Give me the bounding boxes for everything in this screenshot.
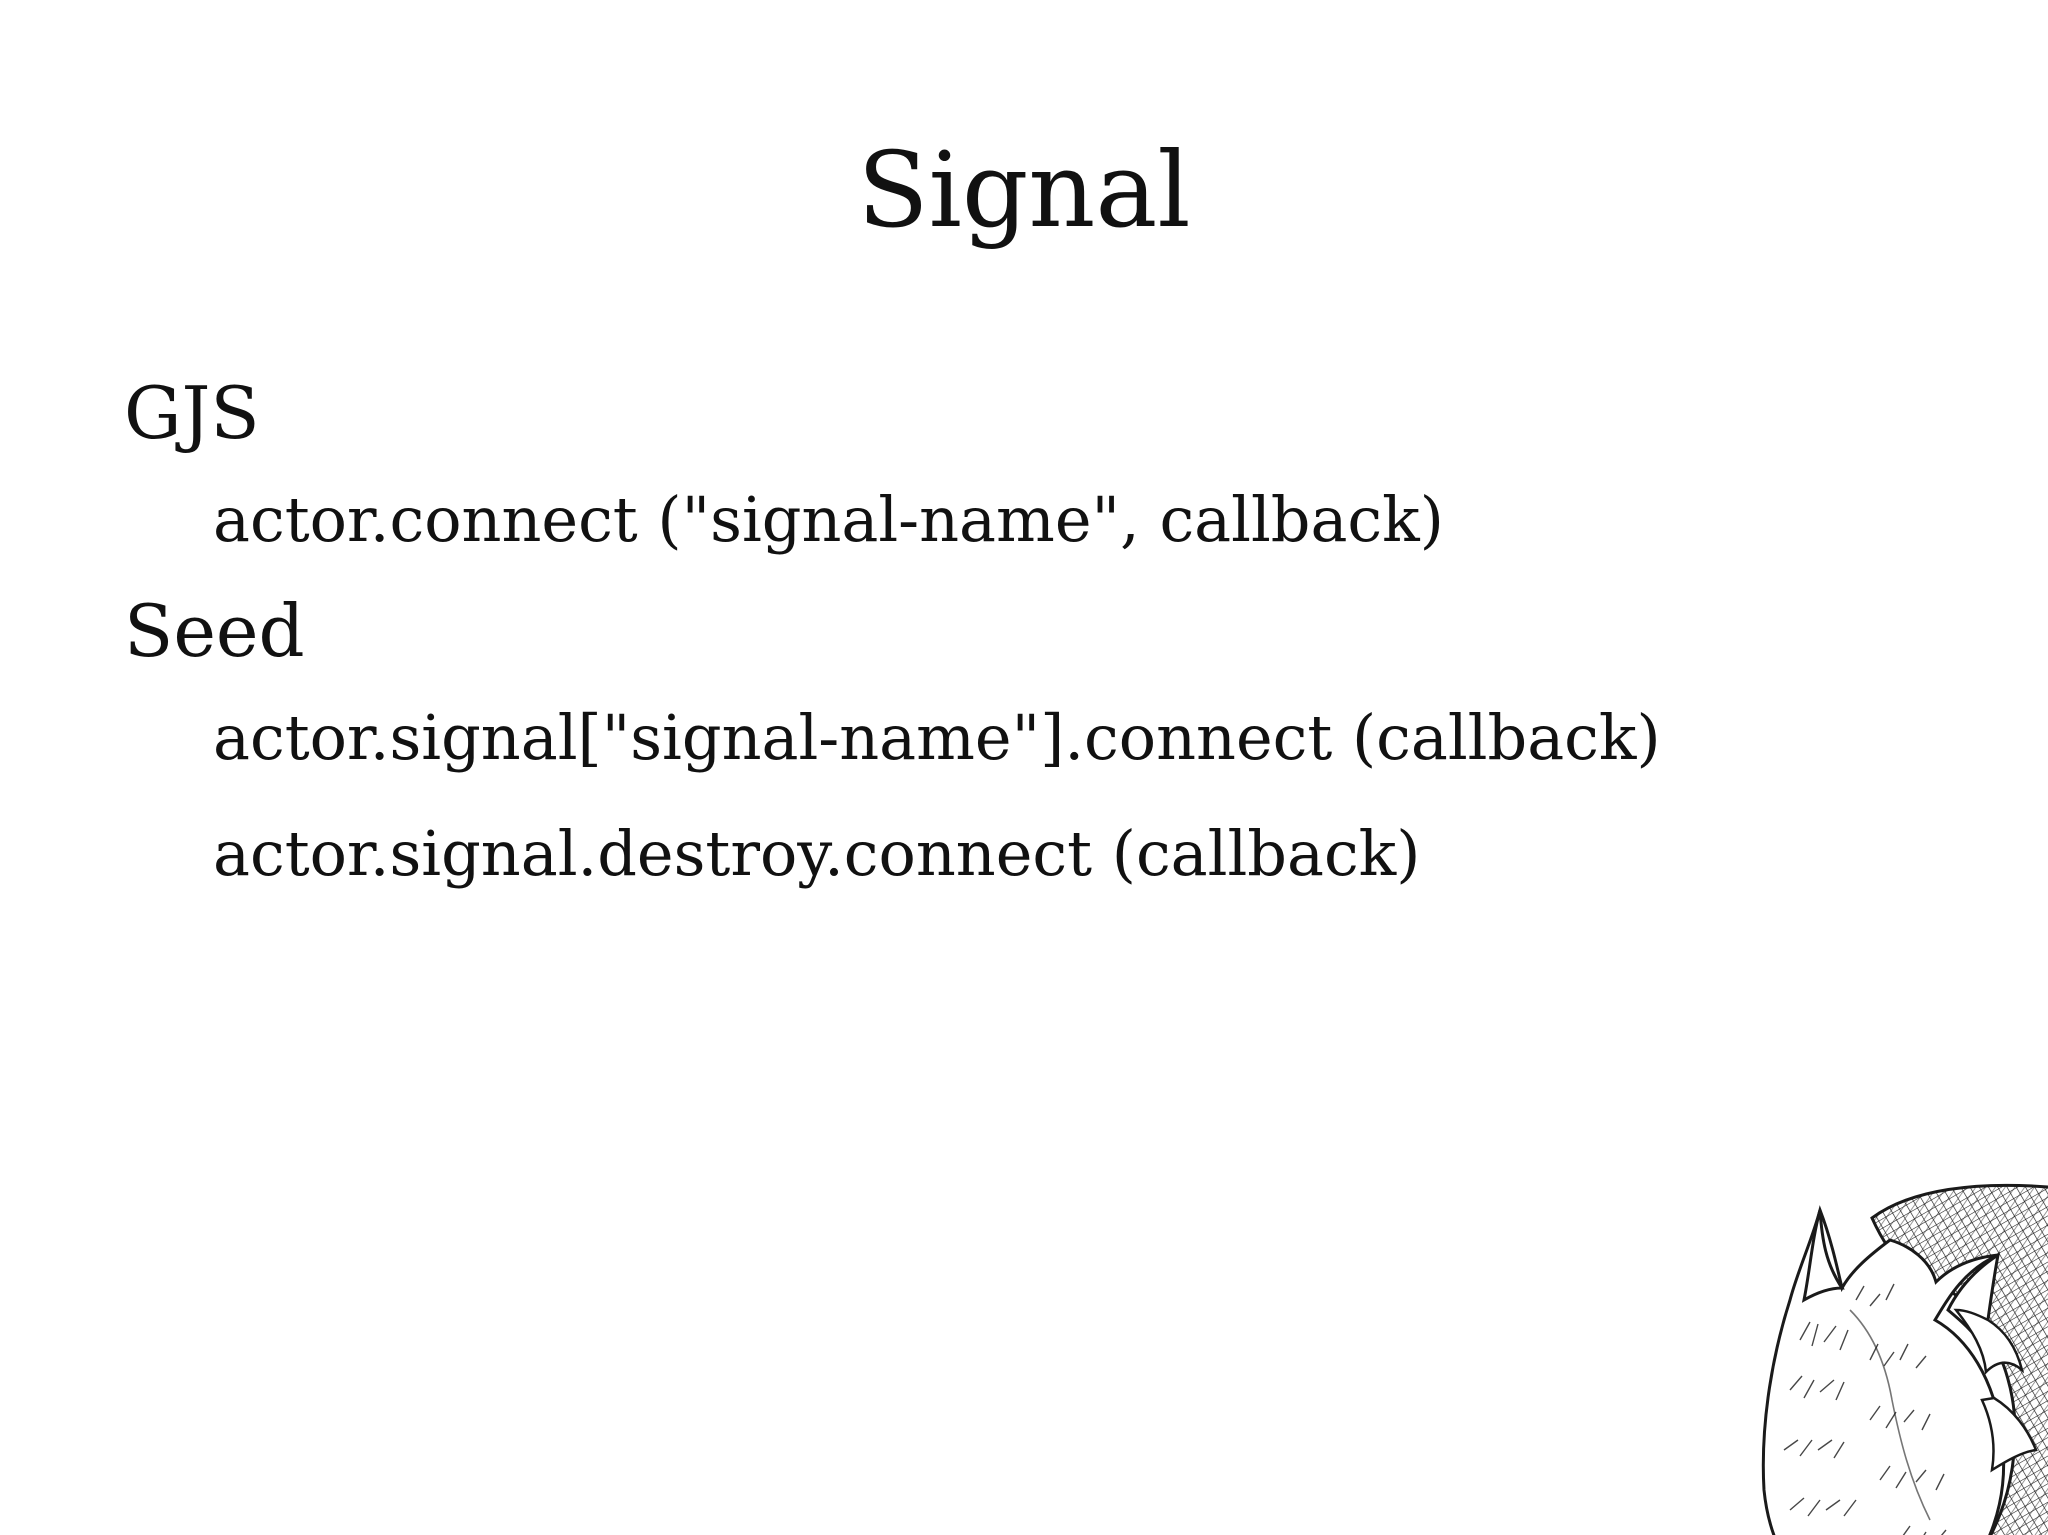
code-line-gjs-connect: actor.connect ("signal-name", callback) — [213, 483, 1444, 556]
section-heading-gjs: GJS — [124, 371, 260, 455]
slide-content: GJS actor.connect ("signal-name", callba… — [124, 372, 1924, 890]
code-line-seed-signal-connect: actor.signal["signal-name"].connect (cal… — [213, 701, 1661, 774]
slide-title: Signal — [857, 129, 1191, 251]
code-line-seed-destroy-connect: actor.signal.destroy.connect (callback) — [213, 817, 1421, 890]
section-heading-seed: Seed — [124, 589, 305, 673]
fox-mascot-icon — [1761, 1183, 2048, 1535]
